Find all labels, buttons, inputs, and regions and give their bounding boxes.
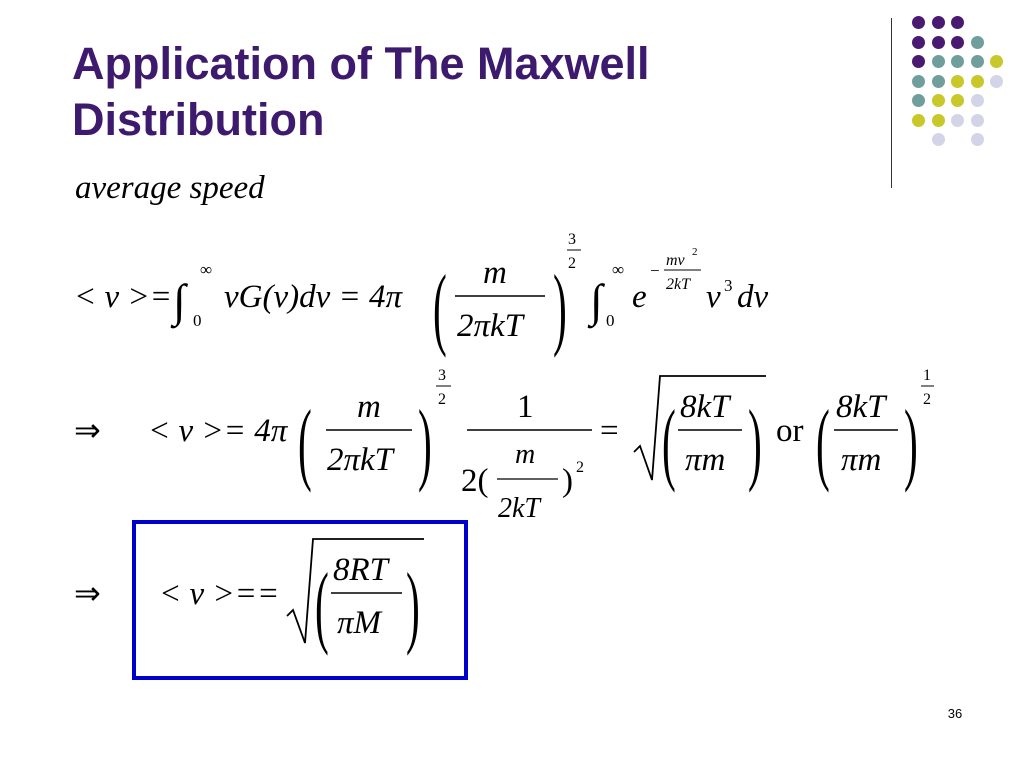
eq1-int2-lower: 0 xyxy=(606,311,615,330)
eq1-e: e xyxy=(632,279,647,315)
decorative-divider xyxy=(891,18,892,188)
eq2-den-frac-den: 2kT xyxy=(498,493,542,524)
eq1-v: v xyxy=(706,279,721,315)
eq2-den-frac-num: m xyxy=(515,439,535,470)
eq2-left-paren: ( xyxy=(298,392,312,494)
title-line-2: Distribution xyxy=(72,94,325,145)
eq1-left-paren: ( xyxy=(433,257,447,359)
eq2-exp-den: 2 xyxy=(438,391,446,408)
eq2-right-paren: ) xyxy=(418,392,432,494)
eq3-sqrt-sign xyxy=(286,538,424,644)
decorative-dot xyxy=(912,55,925,68)
eq2-sqrt-right-paren: ) xyxy=(748,392,762,494)
title-line-1: Application of The Maxwell xyxy=(72,38,650,89)
eq2-last-exp-den: 2 xyxy=(923,391,931,408)
decorative-dot xyxy=(931,94,945,107)
eq1-exp-frac-den: 2kT xyxy=(666,276,691,293)
eq2-frac-den: 2πkT xyxy=(327,442,396,478)
eq3-implies: ⇒ xyxy=(74,575,101,611)
eq1-lhs: < v >= xyxy=(74,279,172,315)
eq2-sqrt-num: 8kT xyxy=(680,389,732,425)
eq1-exp-frac-num-pow: 2 xyxy=(692,246,698,258)
decorative-dot xyxy=(931,55,945,68)
eq1-integrand: vG(v)dv = 4π xyxy=(224,279,404,315)
equation-3: ⇒ < v >== ( 8RT πM ) xyxy=(74,538,424,657)
eq3-lhs: < v >== xyxy=(159,576,279,612)
eq3-sqrt-num: 8RT xyxy=(333,552,391,588)
decorative-dot xyxy=(970,113,984,127)
eq2-sqrt-sign xyxy=(633,375,766,481)
eq3-sqrt-left-paren: ( xyxy=(315,555,329,657)
decorative-dot xyxy=(912,16,925,29)
subtitle: average speed xyxy=(75,170,265,206)
decorative-dot xyxy=(970,94,984,107)
decorative-dot xyxy=(970,133,984,146)
eq2-den-pow: 2 xyxy=(576,459,584,476)
decorative-dot xyxy=(970,35,984,49)
eq1-v-pow: 3 xyxy=(724,276,733,295)
eq1-int1-lower: 0 xyxy=(193,311,202,330)
eq1-exp-num: 3 xyxy=(568,231,576,248)
decorative-dot xyxy=(912,74,925,88)
eq1-frac-num: m xyxy=(483,255,507,291)
decorative-dot xyxy=(931,113,945,127)
decorative-dot xyxy=(951,35,964,49)
equation-2: ⇒ < v >= 4π ( m 2πkT ) 3 2 1 2( m 2kT ) … xyxy=(74,367,934,524)
eq3-sqrt-den: πM xyxy=(337,605,383,641)
eq2-sqrt-den: πm xyxy=(685,442,725,478)
eq1-integral-sign: ∫ xyxy=(170,275,188,329)
eq2-exp-num: 3 xyxy=(438,367,446,384)
eq2-one: 1 xyxy=(517,389,534,425)
decorative-dot xyxy=(931,74,945,88)
decorative-dot xyxy=(951,113,964,127)
eq1-right-paren: ) xyxy=(553,257,567,359)
eq2-den-prefix: 2( xyxy=(461,463,489,499)
decorative-dot xyxy=(990,74,1003,88)
eq1-dv: dv xyxy=(737,279,769,315)
result-highlight-box xyxy=(132,520,468,680)
eq1-exp-minus: − xyxy=(650,261,660,280)
eq2-sqrt-left-paren: ( xyxy=(662,392,676,494)
decorative-dot xyxy=(931,133,945,146)
eq2-equals: = xyxy=(600,413,619,449)
eq1-frac-den: 2πkT xyxy=(457,308,526,344)
page-number: 36 xyxy=(947,706,963,721)
eq1-integral-sign-2: ∫ xyxy=(587,275,605,329)
eq1-exp-frac-num: mv xyxy=(666,252,686,269)
decorative-dot xyxy=(931,35,945,49)
eq1-int2-upper: ∞ xyxy=(612,260,624,279)
decorative-dot xyxy=(951,74,964,88)
decorative-dot xyxy=(970,55,984,68)
eq3-sqrt-right-paren: ) xyxy=(406,555,420,657)
eq2-implies: ⇒ xyxy=(74,412,101,448)
eq2-last-left-paren: ( xyxy=(816,392,830,494)
eq2-frac-num: m xyxy=(357,389,381,425)
eq2-or: or xyxy=(776,413,804,449)
decorative-dot xyxy=(951,55,964,68)
decorative-dot xyxy=(951,94,964,107)
decorative-dot xyxy=(970,74,984,88)
decorative-dot xyxy=(912,35,925,49)
decorative-dot xyxy=(990,55,1003,68)
eq2-lhs: < v >= 4π xyxy=(148,413,289,449)
decorative-dot xyxy=(951,16,964,29)
eq2-last-exp-num: 1 xyxy=(923,367,931,384)
equation-1: < v >= ∫ ∞ 0 vG(v)dv = 4π ( m 2πkT ) 3 2… xyxy=(74,231,769,359)
slide-title: Application of The Maxwell Distribution xyxy=(72,36,872,148)
eq2-last-right-paren: ) xyxy=(904,392,918,494)
eq2-last-den: πm xyxy=(841,442,881,478)
decorative-dot xyxy=(931,16,945,29)
eq1-int1-upper: ∞ xyxy=(200,260,212,279)
decorative-dot xyxy=(912,94,925,107)
eq2-last-num: 8kT xyxy=(836,389,888,425)
eq2-den-suffix: ) xyxy=(562,463,573,499)
eq1-exp-den: 2 xyxy=(568,255,576,272)
decorative-dot xyxy=(912,113,925,127)
